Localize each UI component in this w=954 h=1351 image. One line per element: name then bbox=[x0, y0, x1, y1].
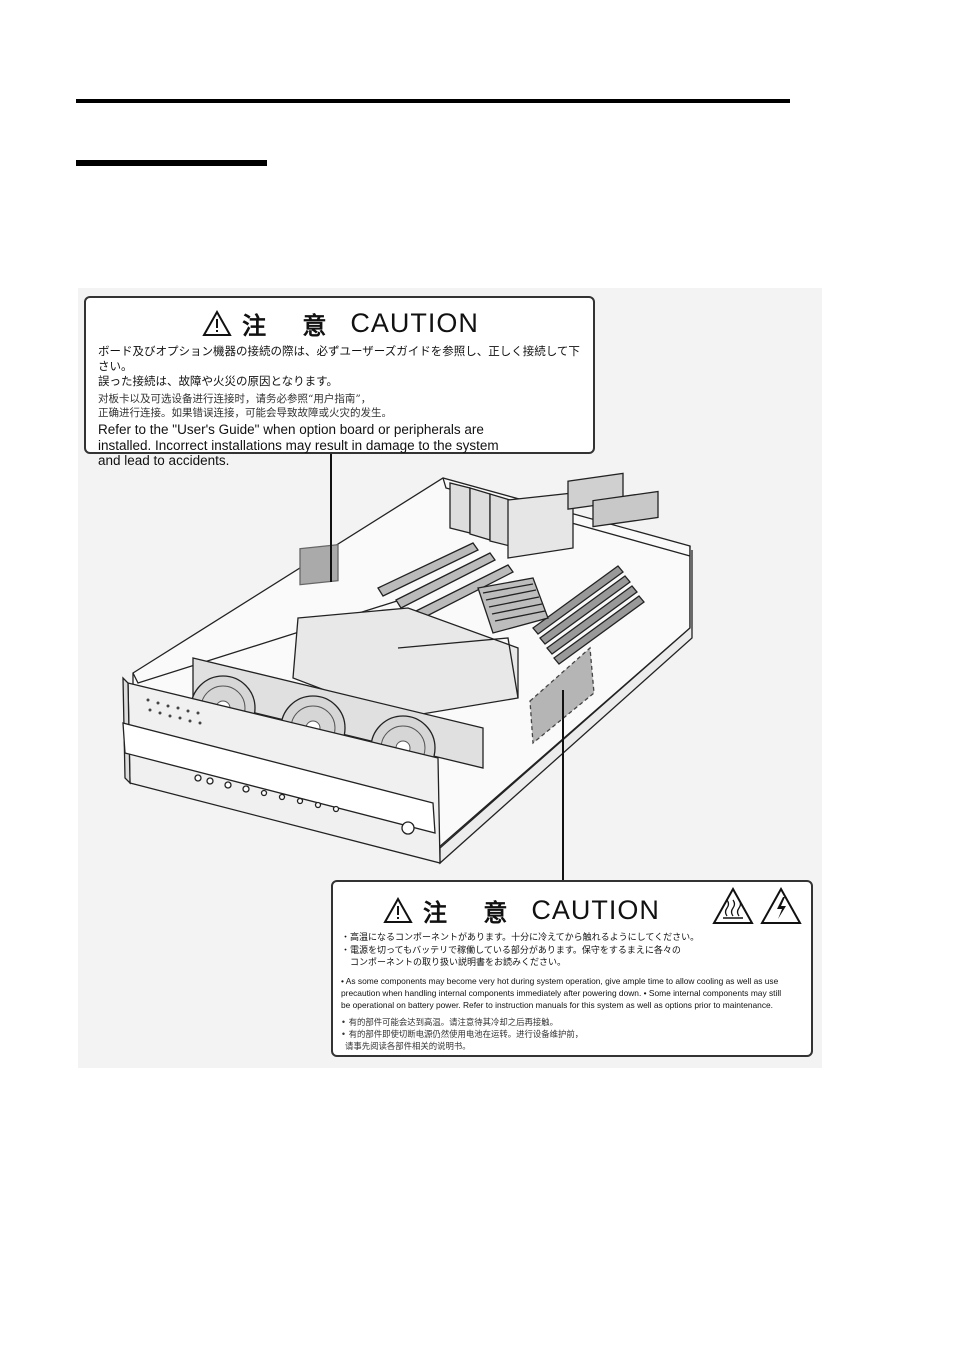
caution-kanji: 注 意 bbox=[423, 898, 522, 927]
heading-rule-long bbox=[76, 99, 790, 103]
cn-line: • 有的部件可能会达到高温。请注意待其冷却之后再接触。 bbox=[341, 1016, 558, 1027]
caution-word: CAUTION bbox=[350, 307, 479, 338]
hazard-icons bbox=[711, 886, 803, 926]
caution-word: CAUTION bbox=[531, 894, 660, 925]
caution-heading: 注 意 CAUTION bbox=[98, 302, 583, 344]
jp-line: ・電源を切ってもバッテリで稼働している部分があります。保守をするまえに各々の bbox=[341, 945, 681, 956]
en-line: Refer to the "User's Guide" when option … bbox=[98, 422, 484, 437]
cn-line: 请事先阅读各部件相关的说明书。 bbox=[345, 1040, 471, 1051]
jp-line: ボード及びオプション機器の接続の際は、必ずユーザーズガイドを参照し、正しく接続し… bbox=[98, 344, 580, 373]
jp-line: コンポーネントの取り扱い説明書をお読みください。 bbox=[341, 958, 567, 968]
en-line: • As some components may become very hot… bbox=[341, 975, 779, 986]
jp-line: ・高温になるコンポーネントがあります。十分に冷えてから触れるようにしてください。 bbox=[341, 933, 700, 943]
cn-line: 正确进行连接。如果错误连接，可能会导致故障或火灾的发生。 bbox=[98, 407, 392, 419]
en-line: precaution when handling internal compon… bbox=[341, 987, 782, 998]
leader-line-bottom bbox=[562, 690, 564, 880]
en-line: installed. Incorrect installations may r… bbox=[98, 437, 499, 453]
hot-surface-icon bbox=[712, 886, 754, 924]
en-line: be operational on battery power. Refer t… bbox=[341, 999, 773, 1010]
leader-line-top bbox=[330, 452, 332, 582]
caution-label-bottom: 注 意 CAUTION ・高温になるコンポーネントがあります。十分に冷えてから触… bbox=[331, 880, 813, 1057]
en-line: and lead to accidents. bbox=[98, 453, 230, 468]
caution-label-top: 注 意 CAUTION ボード及びオプション機器の接続の際は、必ずユーザーズガイ… bbox=[84, 296, 595, 468]
cn-line: • 有的部件即使切断电源仍然使用电池在运转。进行设备维护前， bbox=[341, 1028, 584, 1039]
caution-kanji: 注 意 bbox=[242, 311, 341, 340]
electric-shock-icon bbox=[760, 886, 802, 924]
heading-rule-short bbox=[76, 160, 267, 166]
warning-triangle-icon bbox=[383, 896, 413, 923]
cn-line: 对板卡以及可选设备进行连接时，请务必参照“用户指南”， bbox=[98, 393, 372, 405]
caution-heading: 注 意 CAUTION bbox=[341, 888, 801, 932]
warning-triangle-icon bbox=[202, 309, 232, 336]
jp-line: 誤った接続は、故障や火災の原因となります。 bbox=[98, 374, 339, 388]
